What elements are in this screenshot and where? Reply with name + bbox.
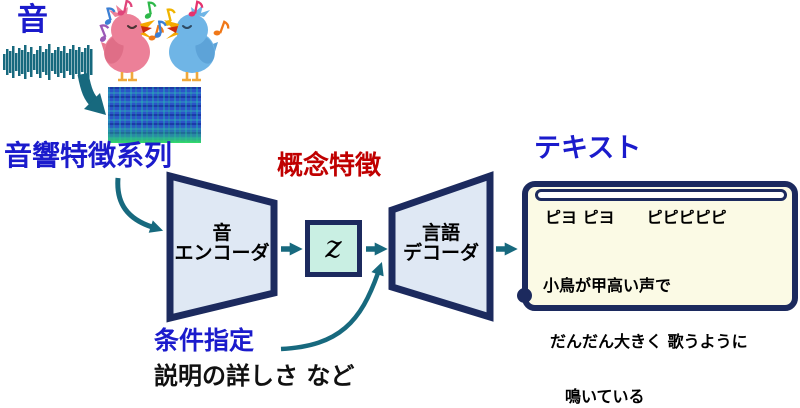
language-decoder-line1: 言語: [421, 222, 460, 244]
pink-bird-icon: [101, 5, 155, 82]
scroll-curl: [517, 288, 532, 303]
output-text-line1: ピヨ ピヨ ピピピピピ: [545, 208, 727, 227]
scroll-top-roll: [535, 189, 787, 201]
music-note-icon: [140, 0, 159, 22]
singing-birds-icon: [93, 0, 232, 82]
condition-label: 条件指定: [154, 326, 255, 355]
music-note-icon: [210, 18, 232, 41]
language-decoder-block: [388, 171, 494, 322]
output-text-body: 小鳥が甲高い声で だんだん大きく 歌うように 鳴いている: [543, 240, 748, 408]
concept-feature-label: 概念特徴: [277, 151, 382, 181]
audio-encoder-label: 音 エンコーダ: [172, 223, 272, 263]
arrow-features-to-encoder-icon: [115, 177, 164, 233]
output-text-line2: 小鳥が甲高い声で: [543, 276, 672, 295]
language-decoder-line2: デコーダ: [402, 242, 479, 264]
output-text-line3: だんだん大きく 歌うように: [550, 331, 748, 351]
arrow-condition-to-decoder-icon: [280, 261, 384, 352]
sound-label: 音: [17, 2, 48, 38]
audio-encoder-line1: 音: [212, 222, 232, 244]
arrow-waveform-to-spectrogram-icon: [77, 72, 106, 115]
acoustic-features-label: 音響特徴系列: [4, 139, 173, 172]
condition-detail-label: 説明の詳しさ など: [154, 362, 355, 390]
text-output-label: テキスト: [534, 133, 642, 164]
output-text-scroll: ピヨ ピヨ ピピピピピ 小鳥が甲高い声で だんだん大きく 歌うように 鳴いている: [517, 181, 798, 406]
output-text-line4: 鳴いている: [565, 387, 645, 406]
language-decoder-label: 言語 デコーダ: [392, 223, 490, 263]
latent-variable-symbol: z: [325, 228, 342, 265]
audio-encoder-line2: エンコーダ: [174, 242, 270, 264]
waveform-icon: [3, 44, 93, 80]
audio-encoder-block: [166, 171, 278, 323]
spectrogram-image: [108, 87, 201, 143]
latent-variable-box: z: [305, 220, 362, 277]
